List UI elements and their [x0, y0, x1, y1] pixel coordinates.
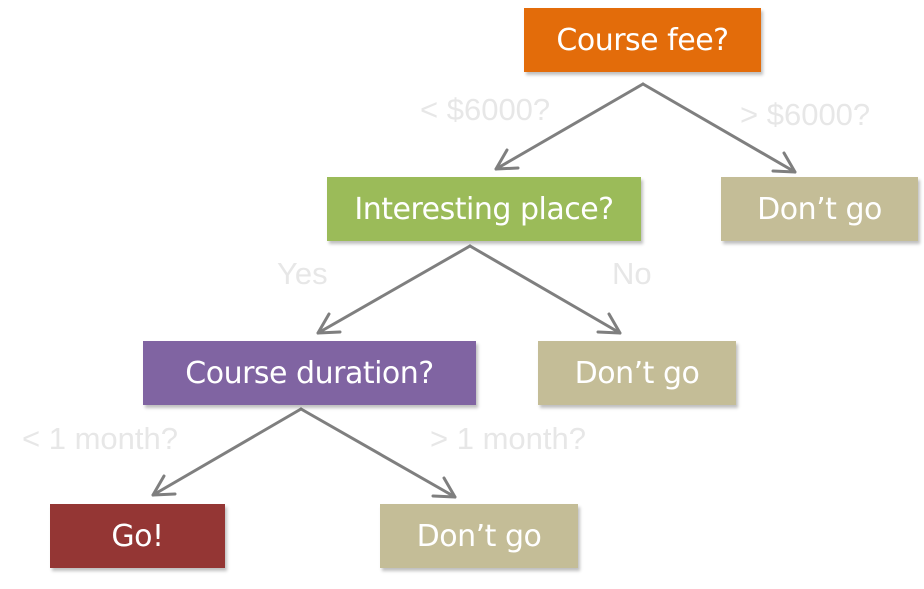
- edge-label-duration-more: > 1 month?: [430, 421, 586, 456]
- node-go-label: Go!: [111, 518, 164, 554]
- edge-label-duration-less: < 1 month?: [22, 421, 178, 456]
- node-go: Go!: [50, 504, 225, 568]
- node-interesting-place: Interesting place?: [327, 177, 641, 241]
- edge-label-fee-less: < $6000?: [420, 92, 551, 127]
- node-dont-go-duration-label: Don’t go: [416, 518, 542, 554]
- node-dont-go-place-label: Don’t go: [574, 355, 700, 391]
- node-dont-go-fee: Don’t go: [721, 177, 918, 241]
- edge-label-place-yes: Yes: [277, 256, 328, 291]
- edge-label-fee-more: > $6000?: [740, 97, 871, 132]
- node-course-duration-label: Course duration?: [185, 355, 434, 391]
- edge-fee-less: [494, 82, 645, 171]
- edge-label-place-no: No: [612, 256, 652, 291]
- edge-duration-less: [151, 407, 303, 497]
- node-course-fee-label: Course fee?: [556, 22, 729, 58]
- edge-fee-more: [641, 82, 797, 174]
- edge-group: [151, 82, 797, 499]
- node-interesting-place-label: Interesting place?: [354, 191, 614, 227]
- node-dont-go-place: Don’t go: [538, 341, 736, 405]
- node-dont-go-fee-label: Don’t go: [757, 191, 882, 227]
- edge-place-yes: [316, 244, 472, 335]
- edge-place-no: [468, 244, 622, 335]
- node-course-duration: Course duration?: [143, 341, 476, 405]
- node-course-fee: Course fee?: [524, 8, 761, 72]
- node-dont-go-duration: Don’t go: [380, 504, 578, 568]
- edge-duration-more: [299, 407, 457, 499]
